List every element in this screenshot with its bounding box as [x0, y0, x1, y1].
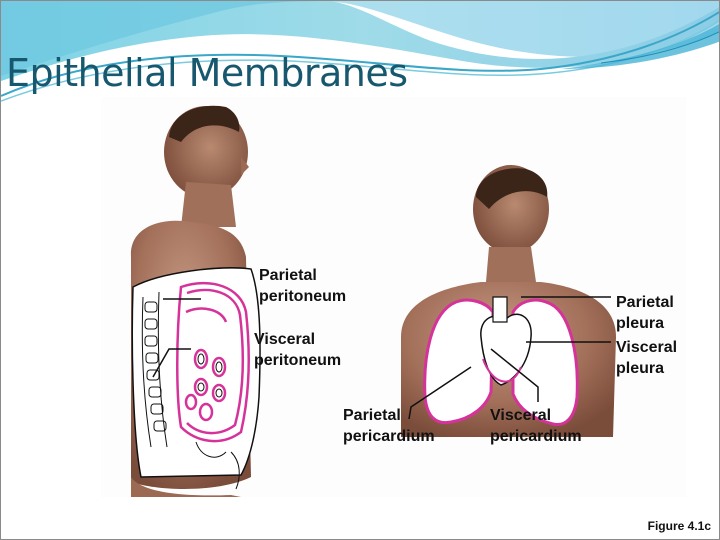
label-line: Parietal: [616, 294, 674, 311]
label-parietal-peritoneum: Parietal peritoneum: [259, 265, 346, 307]
anatomy-figure: Parietal peritoneum Visceral peritoneum …: [101, 97, 686, 497]
anatomy-illustration: [130, 105, 616, 497]
slide-title: Epithelial Membranes: [6, 51, 408, 95]
label-parietal-pericardium: Parietal pericardium: [343, 405, 435, 447]
figure-caption: Figure 4.1c: [647, 519, 711, 533]
label-line: peritoneum: [259, 288, 347, 305]
label-line: pericardium: [343, 428, 435, 445]
label-line: pleura: [616, 315, 665, 332]
label-line: Parietal: [343, 407, 401, 424]
front-view-figure: [401, 165, 616, 437]
label-line: pericardium: [490, 428, 582, 445]
label-line: pleura: [616, 360, 665, 377]
label-visceral-pleura: Visceral pleura: [616, 337, 677, 379]
label-line: Visceral: [616, 339, 678, 356]
label-visceral-pericardium: Visceral pericardium: [490, 405, 582, 447]
label-line: Parietal: [259, 267, 317, 284]
side-view-figure: [130, 105, 261, 497]
label-line: Visceral: [254, 331, 316, 348]
label-line: Visceral: [490, 407, 552, 424]
label-parietal-pleura: Parietal pleura: [616, 292, 674, 334]
label-line: peritoneum: [254, 352, 342, 369]
wave-banner: [1, 1, 719, 102]
label-visceral-peritoneum: Visceral peritoneum: [254, 329, 341, 371]
